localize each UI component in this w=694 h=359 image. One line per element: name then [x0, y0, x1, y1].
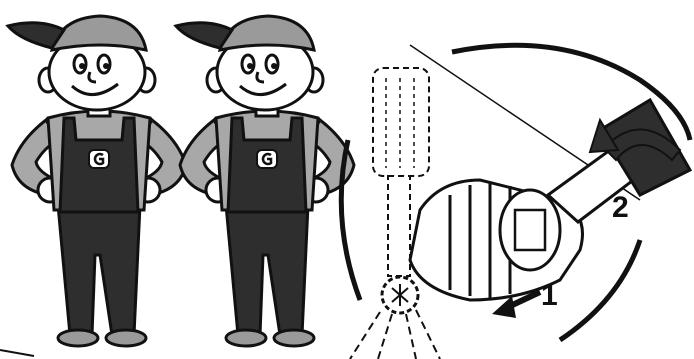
ground-line	[0, 350, 34, 356]
step-label-1: 1	[541, 281, 558, 311]
spray-lines	[350, 310, 440, 359]
mechanic-figure-left	[8, 16, 186, 346]
mechanic-figure-right	[176, 16, 354, 346]
step-label-2: 2	[612, 193, 629, 223]
